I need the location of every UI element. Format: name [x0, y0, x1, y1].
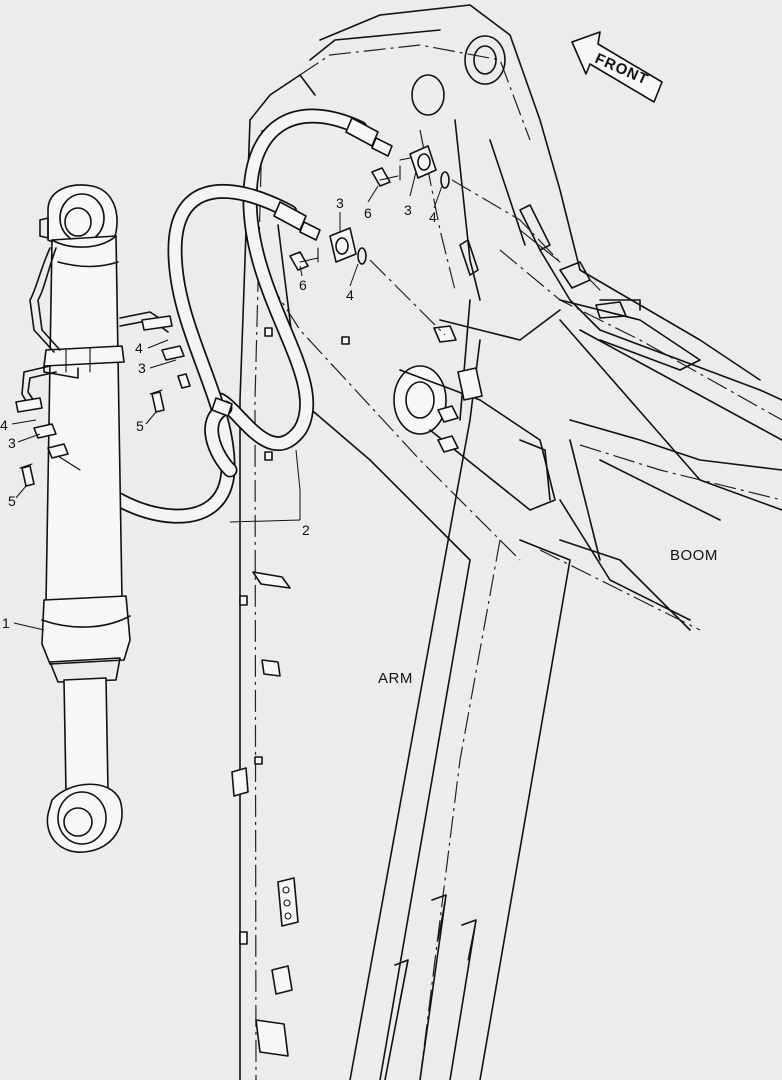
boom-structure: [299, 4, 782, 631]
callouts: 1 2 3 4 6 3 6 4 4 3 5 4 3 5: [0, 195, 437, 631]
boom-label: BOOM: [670, 547, 718, 564]
callout-flange-top: 3: [404, 202, 412, 218]
fitting-group-mid: [289, 227, 446, 336]
arm-label: ARM: [378, 670, 413, 687]
callout-bolt-cyl-upper: 5: [136, 418, 144, 434]
callout-oring-mid: 4: [346, 287, 354, 303]
callout-flange-mid: 3: [336, 195, 344, 211]
arm-cylinder: [15, 184, 191, 853]
callout-flange-cyl-upper: 3: [138, 360, 146, 376]
callout-bolt-mid: 6: [299, 277, 307, 293]
callout-hose-assembly: 2: [302, 522, 310, 538]
callout-bolt-cyl-lower: 5: [8, 493, 16, 509]
callout-oring-cyl-upper: 4: [135, 340, 143, 356]
front-direction-arrow: FRONT: [571, 31, 663, 103]
callout-cylinder: 1: [2, 615, 10, 631]
callout-flange-cyl-lower: 3: [8, 435, 16, 451]
leader-lines: [11, 171, 443, 631]
fitting-group-top: [371, 145, 561, 263]
hose-assembly: [63, 108, 393, 524]
callout-oring-top: 4: [429, 209, 437, 225]
callout-oring-cyl-lower: 4: [0, 417, 8, 433]
callout-bolt-top: 6: [364, 205, 372, 221]
